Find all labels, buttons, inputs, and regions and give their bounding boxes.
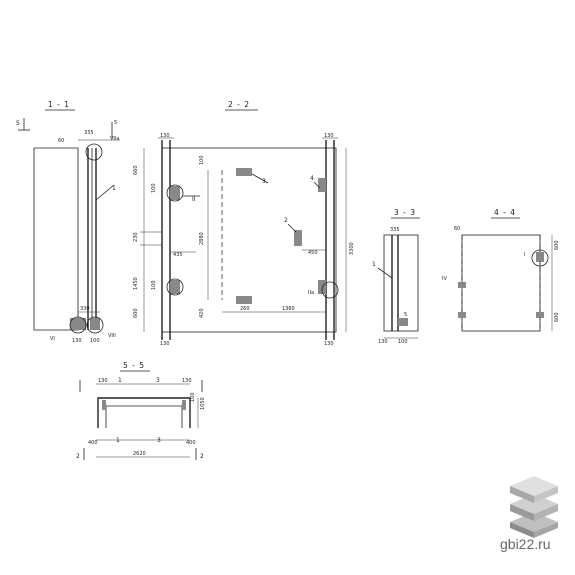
mark-2-sec2: 2 xyxy=(284,217,288,224)
cut-mark-5: 5 xyxy=(16,120,20,127)
dim-2620: 2620 xyxy=(133,451,146,457)
mark-1-sec5-bottom: 1 xyxy=(116,437,120,444)
dim-600-sec4-top: 600 xyxy=(554,240,560,250)
roman-6: VI xyxy=(50,336,55,342)
dim-100-top-inner: 100 xyxy=(199,155,205,165)
dim-130-right-top: 130 xyxy=(324,133,334,139)
dim-100-loop-b: 100 xyxy=(151,280,157,290)
mark-5-small: 5 xyxy=(114,120,117,126)
roman-8: VIII xyxy=(108,333,116,339)
cut-mark-2-left: 2 xyxy=(76,453,80,460)
dim-130-sec3: 130 xyxy=(378,339,388,345)
slab-stack-icon xyxy=(510,476,558,538)
dim-130-sec1: 130 xyxy=(72,338,82,344)
section-5-5: 5 - 5 130 130 1 3 1050 100 400 400 1 3 2… xyxy=(76,361,206,460)
dim-130-left-top: 130 xyxy=(160,133,170,139)
mark-1-sec3: 1 xyxy=(372,261,376,268)
dim-1360: 1360 xyxy=(282,306,295,312)
section-4-4: 4 - 4 60 I 600 IV 600 xyxy=(442,208,560,332)
section-3-3: 3 - 3 335 1 5 130 100 xyxy=(372,208,420,345)
dim-2880: 2880 xyxy=(199,232,205,245)
roman-1: I xyxy=(524,252,525,258)
roman-2a: IIa xyxy=(308,290,314,296)
mark-1-sec5-top: 1 xyxy=(118,377,122,384)
dim-130-left-bottom: 130 xyxy=(160,341,170,347)
dim-100-sec3: 100 xyxy=(398,339,408,345)
dim-600-sec4-bottom: 600 xyxy=(554,312,560,322)
dim-1050: 1050 xyxy=(200,397,206,410)
dim-130-sec5-left: 130 xyxy=(98,378,108,384)
roman-2-a: II xyxy=(192,196,196,203)
dim-3300: 3300 xyxy=(349,242,355,255)
dim-450: 450 xyxy=(308,250,318,256)
section-title-5-5: 5 - 5 xyxy=(123,361,145,370)
dim-100-sec5: 100 xyxy=(190,392,196,402)
dim-335-sec3: 335 xyxy=(390,227,400,233)
dim-60-top: 60 xyxy=(58,138,64,144)
dim-260: 260 xyxy=(240,306,250,312)
section-title-4-4: 4 - 4 xyxy=(494,208,516,217)
dim-130-sec5-right: 130 xyxy=(182,378,192,384)
company-logo xyxy=(510,476,558,538)
dim-660-left: 660 xyxy=(133,165,139,175)
dim-435: 435 xyxy=(173,252,183,258)
section-title-2-2: 2 - 2 xyxy=(228,100,250,109)
mark-1-sec1: 1 xyxy=(112,185,116,192)
dim-5-sec3: 5 xyxy=(404,312,407,318)
roman-4: IV xyxy=(442,276,447,282)
mark-4-sec2: 4 xyxy=(310,175,314,182)
mark-3-sec2: 3 xyxy=(262,178,266,185)
dim-100-loop-a: 100 xyxy=(151,183,157,193)
roman-7a: VIIa xyxy=(110,136,119,142)
section-1-1: 1 - 1 5 60 335 5 VIIa 1 330 VI VIII 130 … xyxy=(16,100,120,344)
section-title-3-3: 3 - 3 xyxy=(394,208,416,217)
mark-3-sec5-top: 3 xyxy=(156,377,160,384)
section-title-1-1: 1 - 1 xyxy=(48,100,70,109)
dim-400-sec5-left: 400 xyxy=(88,440,98,446)
dim-130-right-bottom: 130 xyxy=(324,341,334,347)
dim-335-top: 335 xyxy=(84,130,94,136)
mark-3-sec5-bottom: 3 xyxy=(157,437,161,444)
dim-600-left: 600 xyxy=(133,308,139,318)
section-2-2: 2 - 2 130 130 660 230 1450 600 100 II 10… xyxy=(133,100,355,347)
dim-60-sec4: 60 xyxy=(454,226,460,232)
dim-1450-left: 1450 xyxy=(133,277,139,290)
cut-mark-2-right: 2 xyxy=(200,453,204,460)
site-url[interactable]: gbi22.ru xyxy=(500,536,551,552)
dim-400-sec5-right: 400 xyxy=(186,440,196,446)
dim-420-bottom-inner: 420 xyxy=(199,308,205,318)
dim-330-sec1: 330 xyxy=(80,306,90,312)
dim-100-sec1: 100 xyxy=(90,338,100,344)
dim-230-left: 230 xyxy=(133,232,139,242)
